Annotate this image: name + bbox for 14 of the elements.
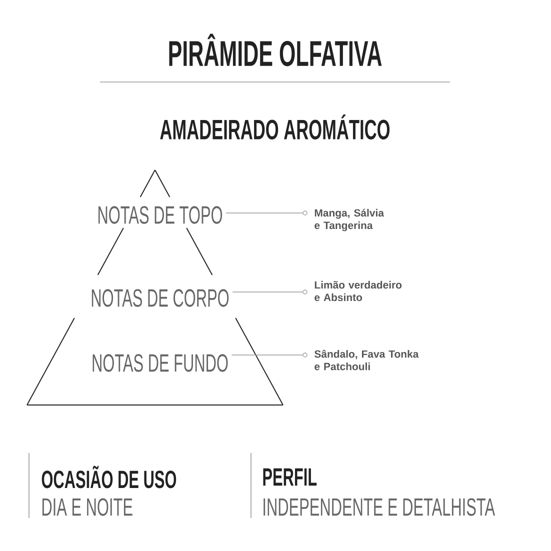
tier-label: NOTAS DE TOPO bbox=[98, 206, 222, 224]
section-heading: PERFIL bbox=[263, 468, 317, 486]
title: PIRÂMIDE OLFATIVA bbox=[169, 34, 382, 66]
section-value: DIA E NOITE bbox=[42, 498, 132, 516]
section-heading: OCASIÃO DE USO bbox=[42, 466, 176, 488]
section-value: INDEPENDENTE E DETALHISTA bbox=[264, 498, 495, 516]
connector-line bbox=[231, 354, 303, 356]
note-text: Sândalo, Fava Tonka e Patchouli bbox=[314, 350, 419, 370]
tier-label: NOTAS DE FUNDO bbox=[92, 354, 228, 372]
note-text: Manga, Sálvia e Tangerina bbox=[314, 208, 384, 232]
subtitle: AMADEIRADO AROMÁTICO bbox=[160, 114, 390, 140]
connector-line bbox=[226, 212, 303, 214]
tier-label: NOTAS DE CORPO bbox=[92, 289, 229, 307]
note-text: Limão verdadeiro e Absinto bbox=[314, 280, 402, 302]
